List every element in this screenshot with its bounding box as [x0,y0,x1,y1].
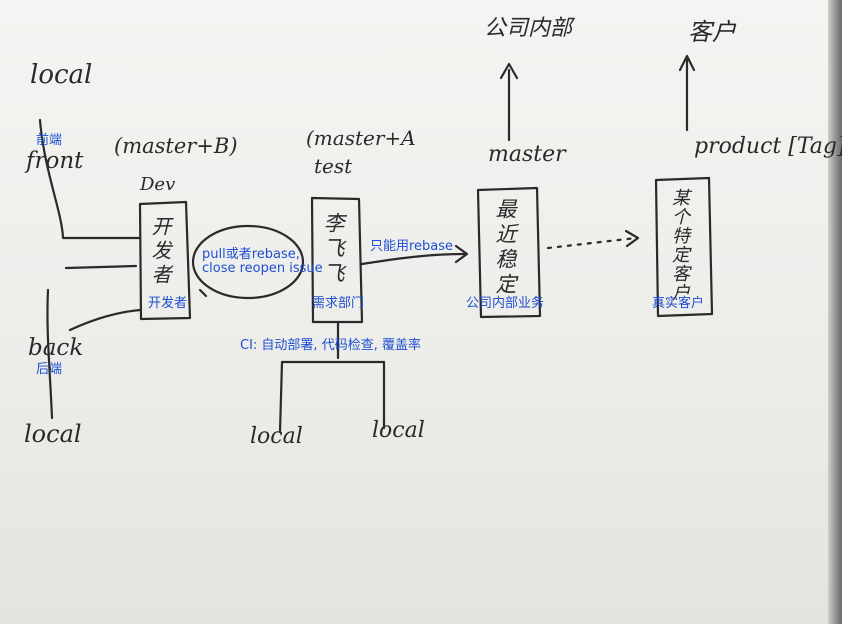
zhenshi-kehu-annotation: 真实客户 [652,296,705,311]
master-up-arrowhead [499,62,519,80]
master-a-label: (master+A [306,126,416,150]
front-branch-line [38,118,142,240]
latest-stable-box-text: 最近稳定 [493,198,517,298]
local-top-left-label: local [30,60,93,90]
test-to-master-arrowhead [454,244,469,264]
local-right-branch [336,360,386,430]
pull-rebase-annotation-line1: pull或者rebase, [202,247,300,262]
kehu-label: 客户 [688,18,736,46]
qianduan-annotation: 前端 [36,133,63,148]
houduan-annotation: 后端 [36,362,63,377]
front-dev-line [64,264,138,270]
xuqiu-bumen-annotation: 需求部门 [312,296,365,311]
gongsi-neibu-label: 公司内部 [484,16,573,41]
back-branch-line [46,288,54,420]
developer-box [138,200,192,321]
customer-box [654,176,714,318]
test-label: test [314,154,353,178]
kaifazhe-annotation: 开发者 [148,296,188,311]
local-bottom-left-label: local [24,420,82,448]
paper-edge-shadow [828,0,842,624]
test-to-master-line [360,252,468,266]
product-up-arrowhead [678,54,696,72]
back-label: back [28,335,84,361]
zhineng-rebase-annotation: 只能用rebase [370,239,454,254]
ci-note-annotation: CI: 自动部署, 代码检查, 覆盖率 [240,338,421,353]
pull-rebase-ellipse [191,224,305,300]
back-dev-line [68,308,142,332]
dev-left-tick [198,288,208,298]
master-label: master [488,142,566,167]
latest-stable-box [476,186,542,319]
gongsi-neibu-yewu-annotation: 公司内部业务 [466,296,545,311]
product-tag-label: product [Tag] [694,134,842,159]
developer-box-text: 开发者 [148,216,172,288]
master-b-label: (master+B) [114,134,238,158]
li-feifei-box-text: 李飞飞 [321,212,345,287]
pull-rebase-annotation-line2: close reopen issue [202,261,323,276]
local-left-branch [278,360,340,434]
dev-label: Dev [140,174,176,195]
front-label: front [26,148,84,174]
dashed-arrowhead [624,229,640,248]
customer-box-text: 某个特定客户 [669,188,690,302]
local-bottom-mid-right-label: local [372,418,425,443]
local-bottom-mid-left-label: local [250,424,303,449]
master-to-customer-dashed [546,236,638,250]
li-feifei-box [310,196,364,324]
